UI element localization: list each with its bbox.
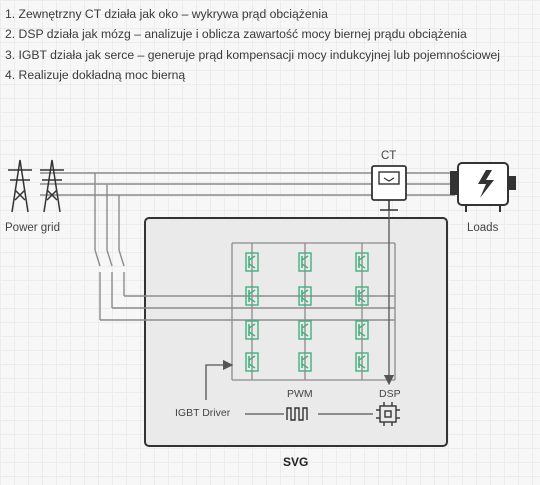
power-grid-label: Power grid	[5, 222, 60, 234]
loads-motor-icon	[450, 162, 516, 212]
dsp-chip-icon	[376, 402, 400, 426]
step-2: 2. DSP działa jak mózg – analizuje i obl…	[5, 27, 467, 42]
pwm-waveform-icon	[286, 407, 308, 421]
step-3: 3. IGBT działa jak serce – generuje prąd…	[5, 47, 500, 62]
branch-lines	[94, 173, 395, 321]
pwm-label: PWM	[287, 388, 313, 400]
svg-box-label: SVG	[283, 455, 309, 469]
description-list: 1. Zewnętrzny CT działa jak oko – wykryw…	[5, 4, 535, 86]
ct-sensor-icon	[371, 165, 407, 211]
loads-label: Loads	[467, 222, 499, 234]
step-1: 1. Zewnętrzny CT działa jak oko – wykryw…	[5, 7, 328, 21]
igbt-driver-label: IGBT Driver	[175, 407, 231, 419]
svg-compensator-box	[144, 217, 448, 447]
step-4: 4. Realizuje dokładną moc bierną	[5, 68, 186, 83]
power-grid-icon	[8, 159, 64, 213]
ct-label: CT	[381, 150, 397, 162]
driver-to-bridge-arrow	[205, 359, 234, 400]
dsp-label: DSP	[379, 388, 401, 400]
